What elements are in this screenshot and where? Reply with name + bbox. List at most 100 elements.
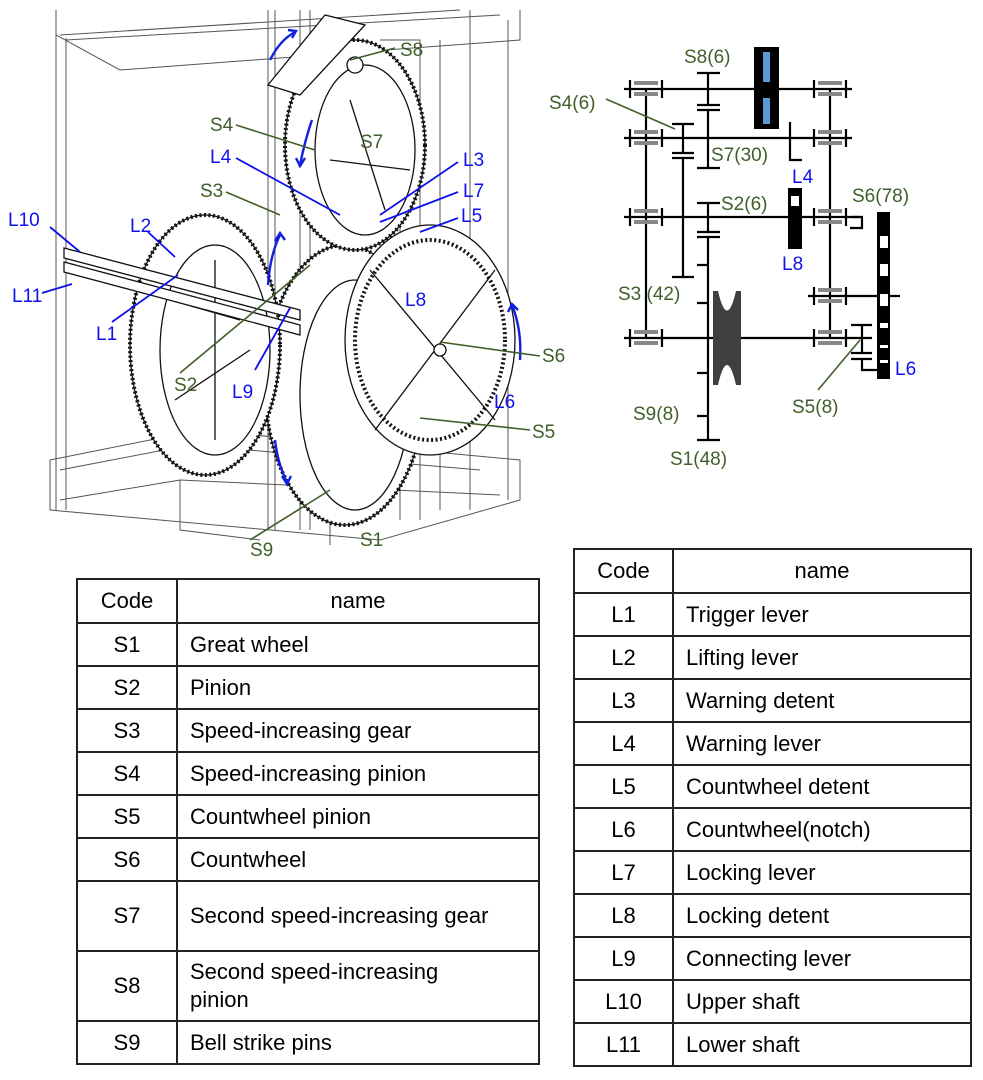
label-l6: L6: [494, 392, 515, 413]
label-l8-schematic: L8: [782, 254, 803, 275]
label-l10: L10: [8, 210, 40, 231]
table-header-row: Code name: [573, 548, 972, 594]
label-s4-6: S4(6): [549, 93, 595, 114]
schematic-labels: S8(6) S4(6) S7(30) L4 S2(6) S6(78) L8 S3…: [549, 47, 916, 470]
name-cell: Warning detent: [672, 678, 972, 723]
name-cell: Countwheel(notch): [672, 807, 972, 852]
second-speed-increasing-gear-s7: [283, 38, 427, 252]
code-cell: S2: [76, 665, 178, 710]
name-cell: Second speed-increasing gear: [176, 880, 540, 952]
code-cell: L10: [573, 979, 674, 1024]
label-l4: L4: [210, 147, 232, 168]
code-cell: L7: [573, 850, 674, 895]
name-cell: Bell strike pins: [176, 1020, 540, 1065]
name-cell: Countwheel detent: [672, 764, 972, 809]
code-cell: L1: [573, 592, 674, 637]
label-s6: S6: [542, 346, 565, 367]
label-s5-8: S5(8): [792, 397, 838, 418]
label-l6-schematic: L6: [895, 359, 916, 380]
label-s8: S8: [400, 40, 423, 61]
name-cell: Lower shaft: [672, 1022, 972, 1067]
label-s3: S3: [200, 181, 223, 202]
countwheel-s6: [344, 224, 516, 456]
code-cell: S8: [76, 950, 178, 1022]
arrow-icon: [268, 30, 296, 61]
label-s8-6: S8(6): [684, 47, 730, 68]
label-s4: S4: [210, 115, 234, 136]
label-l3: L3: [463, 150, 484, 171]
name-cell: Speed-increasing pinion: [176, 751, 540, 796]
label-s5: S5: [532, 422, 555, 443]
code-cell: L3: [573, 678, 674, 723]
column-header-name: name: [672, 548, 972, 594]
column-header-code: Code: [76, 578, 178, 624]
label-l7: L7: [463, 181, 484, 202]
name-cell: Trigger lever: [672, 592, 972, 637]
name-cell: Countwheel: [176, 837, 540, 882]
gear-train-schematic: [605, 47, 900, 442]
column-header-code: Code: [573, 548, 674, 594]
label-s1-48: S1(48): [670, 449, 727, 470]
label-l1: L1: [96, 324, 117, 345]
code-cell: S6: [76, 837, 178, 882]
code-cell: S7: [76, 880, 178, 952]
label-s9-8: S9(8): [633, 404, 679, 425]
arrow-icon: [298, 119, 314, 166]
name-cell: Great wheel: [176, 622, 540, 667]
code-cell: L8: [573, 893, 674, 938]
name-cell: Countwheel pinion: [176, 794, 540, 839]
label-l5: L5: [461, 206, 482, 227]
name-cell: Connecting lever: [672, 936, 972, 981]
code-cell: L5: [573, 764, 674, 809]
code-cell: L6: [573, 807, 674, 852]
code-cell: S4: [76, 751, 178, 796]
label-l4-schematic: L4: [792, 167, 814, 188]
code-cell: S5: [76, 794, 178, 839]
name-cell: Locking detent: [672, 893, 972, 938]
pin-wheel: [713, 291, 741, 385]
name-cell: Pinion: [176, 665, 540, 710]
arrow-icon: [273, 439, 289, 483]
name-cell: Warning lever: [672, 721, 972, 766]
name-cell: Lifting lever: [672, 635, 972, 680]
label-s6-78: S6(78): [852, 186, 909, 207]
code-cell: L11: [573, 1022, 674, 1067]
label-l11: L11: [12, 286, 42, 307]
rotation-arrows: [266, 28, 522, 487]
code-cell: L9: [573, 936, 674, 981]
label-s3-42: S3 (42): [618, 284, 680, 305]
column-header-name: name: [176, 578, 540, 624]
isometric-mechanism-view: S8 S4 S7 L4 L3 S3 L7 L5 L10 L2 L11 L8 L1…: [8, 9, 916, 560]
speed-increasing-gear-s3: [128, 213, 282, 477]
table-header-row: Code name: [76, 578, 540, 624]
iso-labels: S8 S4 S7 L4 L3 S3 L7 L5 L10 L2 L11 L8 L1…: [8, 40, 565, 560]
label-s7: S7: [360, 132, 383, 153]
arrow-icon: [266, 234, 282, 286]
arrow-icon: [510, 304, 522, 361]
label-s2: S2: [174, 375, 197, 396]
leader-lines: [41, 47, 541, 541]
label-l8: L8: [405, 290, 426, 311]
